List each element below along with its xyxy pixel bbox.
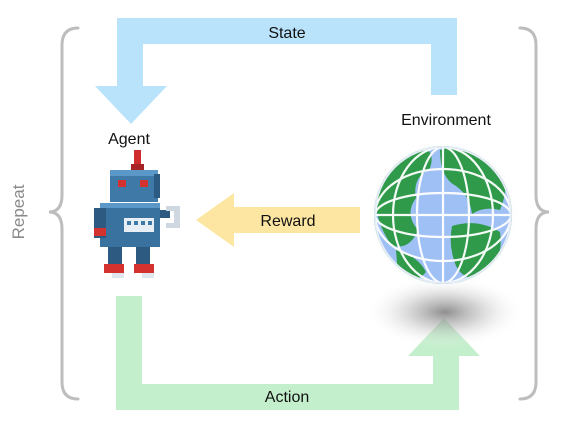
globe-icon <box>368 140 518 290</box>
globe-shadow <box>365 276 525 348</box>
repeat-label: Repeat <box>9 184 28 239</box>
environment-label: Environment <box>401 112 491 129</box>
reward-label: Reward <box>260 213 315 230</box>
agent-label: Agent <box>108 131 150 148</box>
robot-icon <box>94 150 180 278</box>
action-label: Action <box>265 389 309 406</box>
state-arrow <box>95 18 457 124</box>
action-arrow <box>116 296 480 410</box>
state-label: State <box>268 25 305 42</box>
right-bracket <box>518 26 550 401</box>
left-bracket <box>48 26 80 401</box>
reward-arrow <box>196 193 360 247</box>
